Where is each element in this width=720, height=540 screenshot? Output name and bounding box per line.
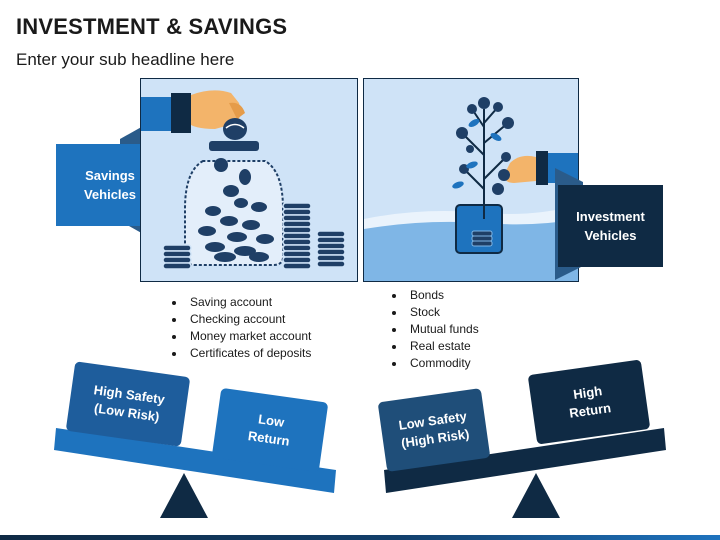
investment-vehicle-list: Bonds Stock Mutual funds Real estate Com… [392,287,556,372]
low-safety-label: Low Safety (High Risk) [397,408,471,451]
savings-scale-left-tile [66,361,190,447]
list-item: Real estate [406,338,556,355]
savings-scale-beam [54,428,336,493]
savings-illustration-panel [140,78,358,282]
investment-scale-left-tile [378,388,490,472]
footer-bar [0,535,720,540]
investment-scale-beam [384,428,666,493]
savings-vehicle-list: Saving account Checking account Money ma… [172,294,376,362]
list-item: Stock [406,304,556,321]
page-subtitle: Enter your sub headline here [16,50,235,69]
list-item: Mutual funds [406,321,556,338]
money-tree-illustration [364,97,578,281]
savings-scale-fulcrum [160,473,208,518]
investment-vehicles-label-text: Investment Vehicles [576,209,645,243]
savings-vehicles-label-text: Savings Vehicles [83,168,137,202]
investment-scale [378,360,666,518]
investment-scale-right-tile [528,360,650,444]
page-title: INVESTMENT & SAVINGS [16,14,288,39]
list-item: Checking account [186,311,376,328]
balance-scales [54,360,666,518]
list-item: Money market account [186,328,376,345]
list-item: Saving account [186,294,376,311]
coin-jar-illustration [141,90,346,270]
low-return-label: Low Return [247,411,291,449]
investment-scale-fulcrum [512,473,560,518]
savings-scale [54,361,336,518]
investment-vehicles-label: Investment Vehicles [558,185,663,267]
list-item: Certificates of deposits [186,345,376,362]
list-item: Bonds [406,287,556,304]
investment-illustration-panel [363,78,579,282]
list-item: Commodity [406,355,556,372]
savings-scale-right-tile [212,388,328,472]
